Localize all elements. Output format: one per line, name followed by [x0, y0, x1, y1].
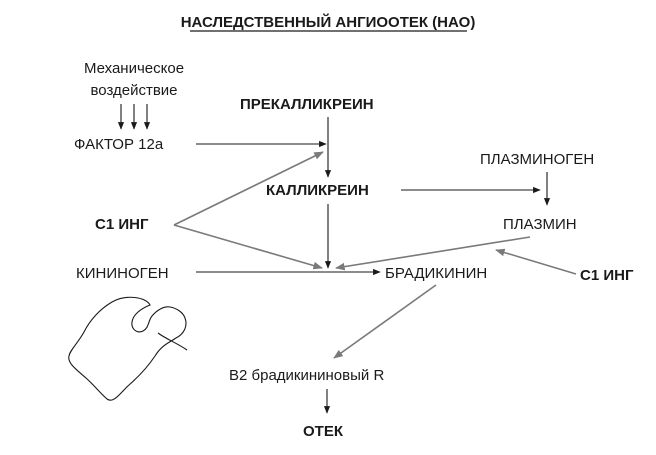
mechanical-action-label-line1: Механическое [84, 60, 184, 77]
node-edema: ОТЕК [303, 423, 344, 440]
arrow-bradykinin-to-b2-receptor [333, 284, 437, 359]
node-c1-inhibitor-right: С1 ИНГ [580, 267, 634, 284]
arrow-plasmin-to-bradykinin-path [335, 236, 531, 271]
swelling-scribble-drawing [68, 296, 187, 401]
arrow-c1-inhibitor-right-to-plasmin-path [495, 248, 577, 275]
arrow-c1-inhibitor-to-bradykinin-path [173, 224, 323, 270]
node-b2-bradykinin-receptor: В2 брадикининовый R [229, 367, 384, 384]
node-factor-12a: ФАКТОР 12а [74, 136, 164, 153]
node-kininogen: КИНИНОГЕН [76, 265, 169, 282]
node-prekallikrein: ПРЕКАЛЛИКРЕИН [240, 96, 374, 113]
swelling-scribble-stroke [157, 332, 188, 351]
node-c1-inhibitor-left: С1 ИНГ [95, 216, 149, 233]
node-kallikrein: КАЛЛИКРЕИН [266, 182, 369, 199]
mechanical-action-label-line2: воздействие [90, 82, 177, 99]
diagram-title: НАСЛЕДСТВЕННЫЙ АНГИООТЕК (НАО) [181, 13, 476, 31]
node-bradykinin: БРАДИКИНИН [385, 265, 487, 282]
node-plasmin: ПЛАЗМИН [503, 216, 577, 233]
node-plasminogen: ПЛАЗМИНОГЕН [480, 151, 594, 168]
arrow-c1-inhibitor-to-factor12a-path [173, 151, 324, 226]
